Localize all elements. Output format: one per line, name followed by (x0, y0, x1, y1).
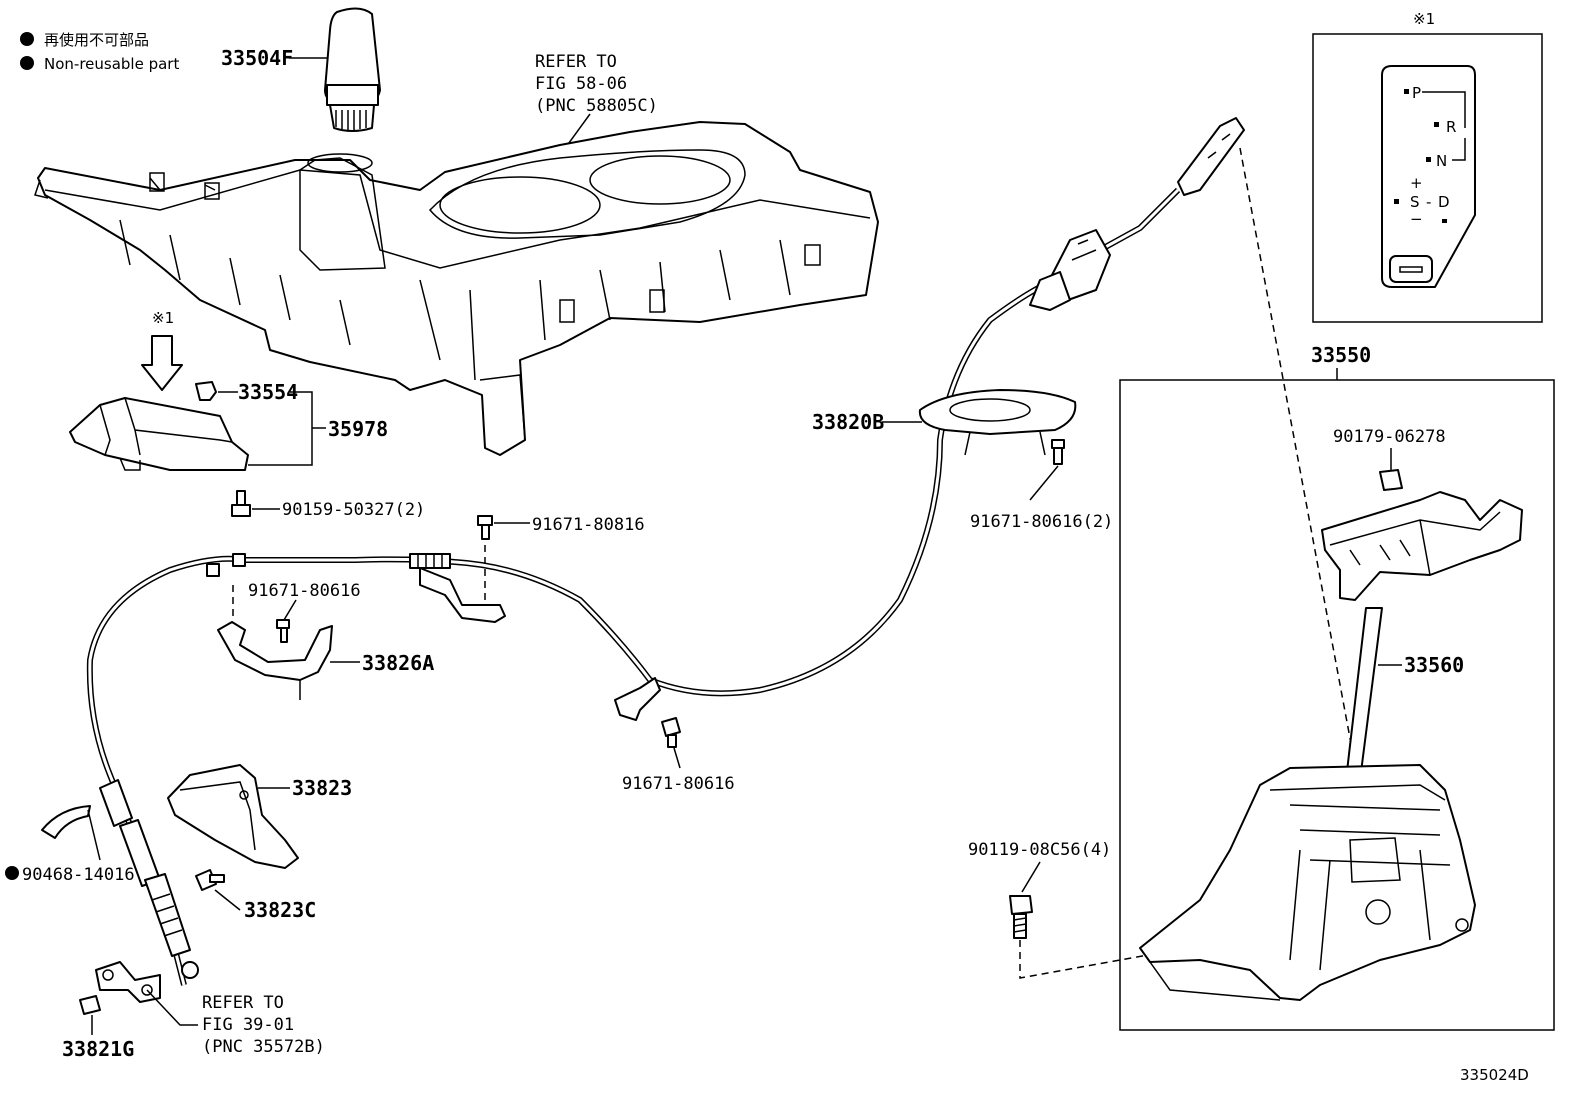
note-mark-left: ※1 (152, 309, 174, 327)
clip-90468-icon (41, 805, 91, 839)
position-indicator-plate (1321, 491, 1523, 601)
label-90179-06278: 90179-06278 (1333, 427, 1446, 447)
cable-clip (614, 677, 661, 721)
label-33826A: 33826A (362, 651, 434, 675)
shift-minus: − (1410, 210, 1423, 228)
illustration-id: 335024D (1460, 1066, 1529, 1084)
bolt-90119-icon (1009, 895, 1033, 939)
cable-end-upper (1029, 117, 1245, 311)
detail-box (1312, 33, 1543, 323)
label-33821G: 33821G (62, 1037, 134, 1061)
label-33504F: 33504F (221, 46, 293, 70)
arrow-down-icon (141, 335, 183, 391)
shift-lever-base (1139, 764, 1476, 1001)
ref-fig-58-06: REFER TO FIG 58-06 (PNC 58805C) (535, 52, 658, 159)
label-33820B: 33820B (812, 410, 884, 434)
legend-dot-icon (20, 56, 34, 70)
label-33554: 33554 (238, 380, 298, 404)
label-91671-80616-a: 91671-80616 (248, 581, 361, 601)
label-35978: 35978 (328, 417, 388, 441)
ref58-line2: FIG 58-06 (535, 74, 627, 94)
non-reusable-dot-icon (5, 866, 19, 880)
label-91671-80616-c: 91671-80616(2) (970, 512, 1113, 532)
shift-D: D (1438, 193, 1450, 211)
bolt-91671-80616a-icon (276, 619, 290, 643)
shift-P: P (1412, 84, 1421, 102)
ref39-line1: REFER TO (202, 993, 284, 1013)
center-console (34, 121, 879, 456)
bracket-33826A (217, 621, 333, 700)
bolt-33823C-icon (195, 869, 225, 891)
legend-en: Non-reusable part (44, 55, 179, 73)
assembly-box-33550 (1119, 379, 1555, 1031)
note-mark-top: ※1 (1413, 10, 1435, 28)
grommet-33820B (918, 389, 1077, 456)
bolt-91671-80616c-icon (1051, 439, 1065, 465)
label-90468-14016: 90468-14016 (22, 865, 135, 885)
bolt-91671-80616b-icon (661, 717, 681, 748)
label-33823C: 33823C (244, 898, 316, 922)
label-91671-80616-b: 91671-80616 (622, 774, 735, 794)
shift-pattern-plate: P R N + S - D − (1381, 65, 1476, 288)
legend: 再使用不可部品 Non-reusable part (20, 31, 179, 73)
shift-cable-left (86, 277, 1057, 986)
label-90159-50327: 90159-50327(2) (282, 500, 425, 520)
shift-R: R (1446, 118, 1456, 136)
bracket-33823 (167, 764, 299, 869)
indicator-housing-35978 (69, 381, 249, 471)
ref-fig-39-01: REFER TO FIG 39-01 (PNC 35572B) (202, 993, 325, 1057)
bracket-35978 (248, 391, 326, 466)
shift-S: S (1410, 193, 1420, 211)
label-91671-80816: 91671-80816 (532, 515, 645, 535)
ref39-line3: (PNC 35572B) (202, 1037, 325, 1057)
ref39-line2: FIG 39-01 (202, 1015, 294, 1035)
legend-dot-icon (20, 32, 34, 46)
label-90119-08C56: 90119-08C56(4) (968, 840, 1111, 860)
bracket-33821G (79, 961, 161, 1015)
shift-plus: + (1410, 174, 1423, 192)
label-33560: 33560 (1404, 653, 1464, 677)
clip-90179-icon (1379, 469, 1403, 491)
shift-knob-33504F (289, 7, 381, 132)
legend-jp: 再使用不可部品 (44, 31, 149, 49)
label-33550: 33550 (1311, 343, 1371, 367)
ref58-line3: (PNC 58805C) (535, 96, 658, 116)
shift-lever-33560 (1345, 607, 1383, 781)
svg-text:-: - (1426, 193, 1431, 211)
cable-bracket (419, 567, 506, 623)
shift-N: N (1436, 152, 1447, 170)
label-33823: 33823 (292, 776, 352, 800)
bolt-90159-icon (231, 490, 251, 517)
bolt-91671-80816-icon (477, 515, 493, 540)
ref58-line1: REFER TO (535, 52, 617, 72)
